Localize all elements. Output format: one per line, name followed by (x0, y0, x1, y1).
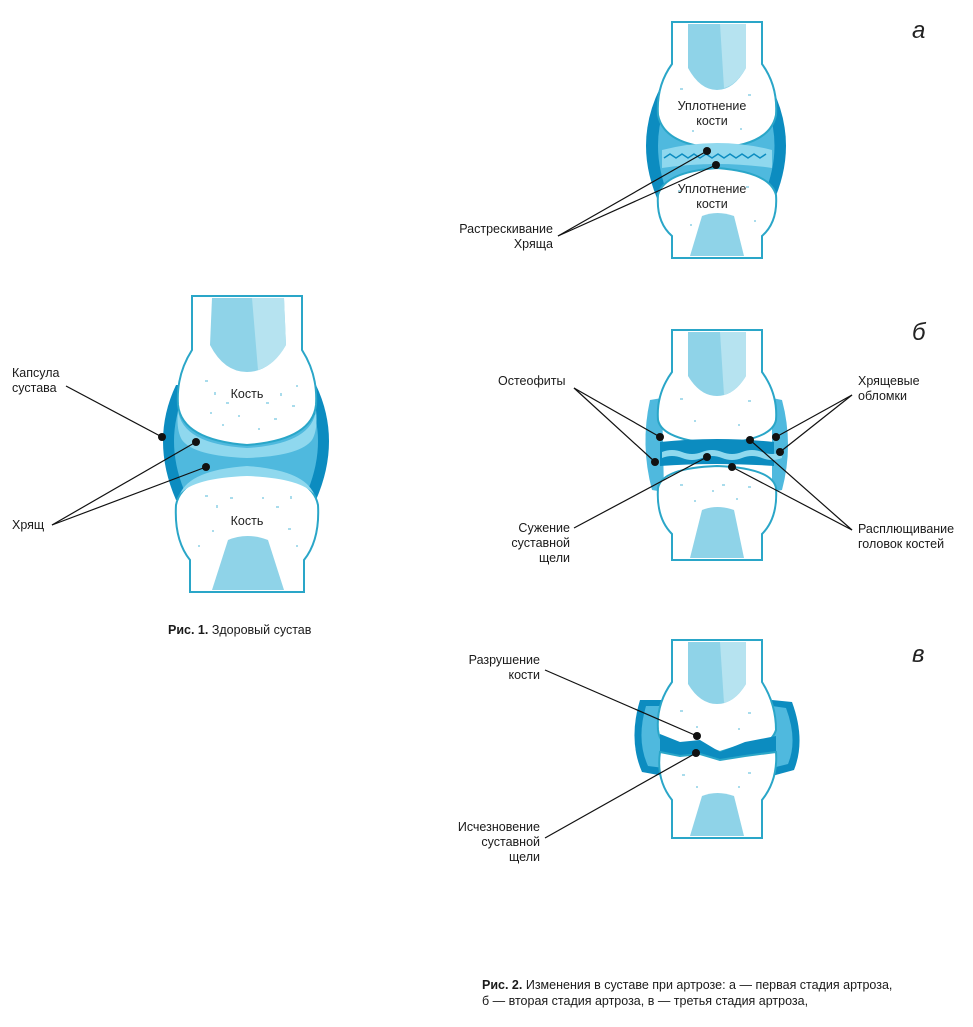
stage-c-top-marrow-highlight (720, 642, 746, 703)
stage-c-capsule-right-inner (772, 706, 793, 768)
stage-c-disappearance-pointer (692, 749, 700, 757)
stage-b-flattening-pointer-1 (746, 436, 754, 444)
stage-b-bottom-marrow (690, 507, 744, 558)
stage-b-narrowing-pointer (703, 453, 711, 461)
spongy-bone-texture (198, 380, 298, 547)
stage-c-spongy-texture (680, 710, 751, 788)
top-bone-label: Кость (231, 387, 264, 401)
stage-c-destruction-label-line1: Разрушение (469, 653, 540, 667)
stage-c-disappearance-label-line3: щели (509, 850, 540, 864)
fig1-caption-text: Здоровый сустав (208, 623, 311, 637)
stage-a-cracking-leader-bottom (557, 164, 717, 237)
stage-b-narrowing-label-line3: щели (539, 551, 570, 565)
stage-b-debris-label-line2: обломки (858, 389, 907, 403)
bottom-bone-marrow (212, 536, 284, 590)
capsule-label-line1: Капсула (12, 366, 60, 380)
stage-a-top-marrow-highlight (720, 24, 746, 88)
stage-a-bottom-bone (656, 166, 778, 259)
stage-b-joint: б Остеофиты Хрящевые обломки Сужение сус… (498, 319, 954, 565)
stage-b-top-marrow-highlight (720, 332, 746, 395)
stage-a-density-top-line2: кости (696, 114, 728, 128)
stage-b-osteophytes-label: Остеофиты (498, 374, 565, 388)
stage-c-disappearance-label-line2: суставной (481, 835, 540, 849)
stage-b-cartilage-debris-band (662, 450, 782, 460)
stage-b-debris-pointer-1 (772, 433, 780, 441)
cartilage-label: Хрящ (12, 518, 44, 532)
top-cartilage (177, 410, 317, 458)
stage-b-narrowing-label-line2: суставной (511, 536, 570, 550)
stage-b-flattening-leader-1 (749, 439, 853, 531)
fig2-caption-line1: Рис. 2. Изменения в суставе при артрозе:… (482, 978, 892, 992)
fig2-caption-line2: б — вторая стадия артроза, в — третья ст… (482, 994, 808, 1008)
bottom-cartilage (180, 466, 314, 494)
stage-a-joint: а Уплотнение кости Уплотнение кости Раст… (459, 17, 925, 259)
cartilage-pointer-bottom (202, 463, 210, 471)
stage-b-debris-label-line1: Хрящевые (858, 374, 920, 388)
stage-b-debris-leader-1 (775, 394, 853, 438)
stage-a-cracking-pointer-top (703, 147, 711, 155)
fig1-caption-bold: Рис. 1. (168, 623, 208, 637)
stage-a-letter: а (912, 17, 925, 44)
cartilage-leader-bottom (51, 466, 207, 526)
stage-a-bottom-marrow (690, 213, 744, 256)
stage-b-narrowing-label-line1: Сужение (518, 521, 570, 535)
stage-a-cracking-pointer-bottom (712, 161, 720, 169)
stage-b-flattening-label-line1: Расплющивание (858, 522, 954, 536)
fig1-caption: Рис. 1. Здоровый сустав (168, 623, 312, 637)
healthy-joint: Кость Кость Капсула сустава Хрящ Рис. 1.… (12, 295, 329, 637)
top-bone-marrow-highlight (252, 298, 286, 370)
stage-c-joint: в Разрушение кости Исчезновение суставно… (458, 639, 925, 864)
stage-c-destruction-leader (544, 669, 698, 737)
stage-b-letter: б (912, 319, 927, 346)
stage-a-cracking-leader-top (557, 150, 708, 237)
stage-b-osteophytes-leader-2 (573, 387, 656, 463)
bottom-bone-label: Кость (231, 514, 264, 528)
stage-b-flattening-label-line2: головок костей (858, 537, 944, 551)
capsule-leader (65, 385, 163, 438)
stage-c-letter: в (912, 641, 925, 668)
stage-a-density-bottom-line1: Уплотнение (678, 182, 747, 196)
fig2-caption-line1-text: Изменения в суставе при артрозе: а — пер… (522, 978, 892, 992)
stage-a-spongy-texture (678, 88, 756, 226)
cartilage-leader-top (51, 441, 197, 526)
stage-a-crack-line (663, 153, 767, 159)
stage-c-destroyed-gap (660, 734, 776, 760)
stage-b-flattening-pointer-2 (728, 463, 736, 471)
stage-b-debris-pointer-2 (776, 448, 784, 456)
stage-a-cracking-label-line1: Растрескивание (459, 222, 553, 236)
stage-a-cracking-label-line2: Хряща (514, 237, 553, 251)
stage-b-osteophytes-leader-1 (573, 387, 661, 438)
capsule-pointer (158, 433, 166, 441)
stage-c-destruction-label-line2: кости (508, 668, 540, 682)
stage-b-osteophyte-pointer-1 (656, 433, 664, 441)
stage-c-disappearance-label-line1: Исчезновение (458, 820, 540, 834)
capsule-label-line2: сустава (12, 381, 57, 395)
stage-a-density-top-line1: Уплотнение (678, 99, 747, 113)
cartilage-pointer-top (192, 438, 200, 446)
stage-a-density-bottom-line2: кости (696, 197, 728, 211)
fig2-caption-bold: Рис. 2. (482, 978, 522, 992)
stage-b-spongy-texture (680, 398, 751, 502)
stage-b-flattening-leader-2 (731, 466, 853, 531)
stage-b-narrowing-leader (573, 456, 708, 529)
stage-c-disappearance-leader (544, 752, 697, 839)
stage-c-destruction-pointer (693, 732, 701, 740)
stage-b-osteophyte-pointer-2 (651, 458, 659, 466)
stage-c-bottom-marrow (690, 793, 744, 836)
stage-b-debris-leader-2 (779, 394, 853, 453)
